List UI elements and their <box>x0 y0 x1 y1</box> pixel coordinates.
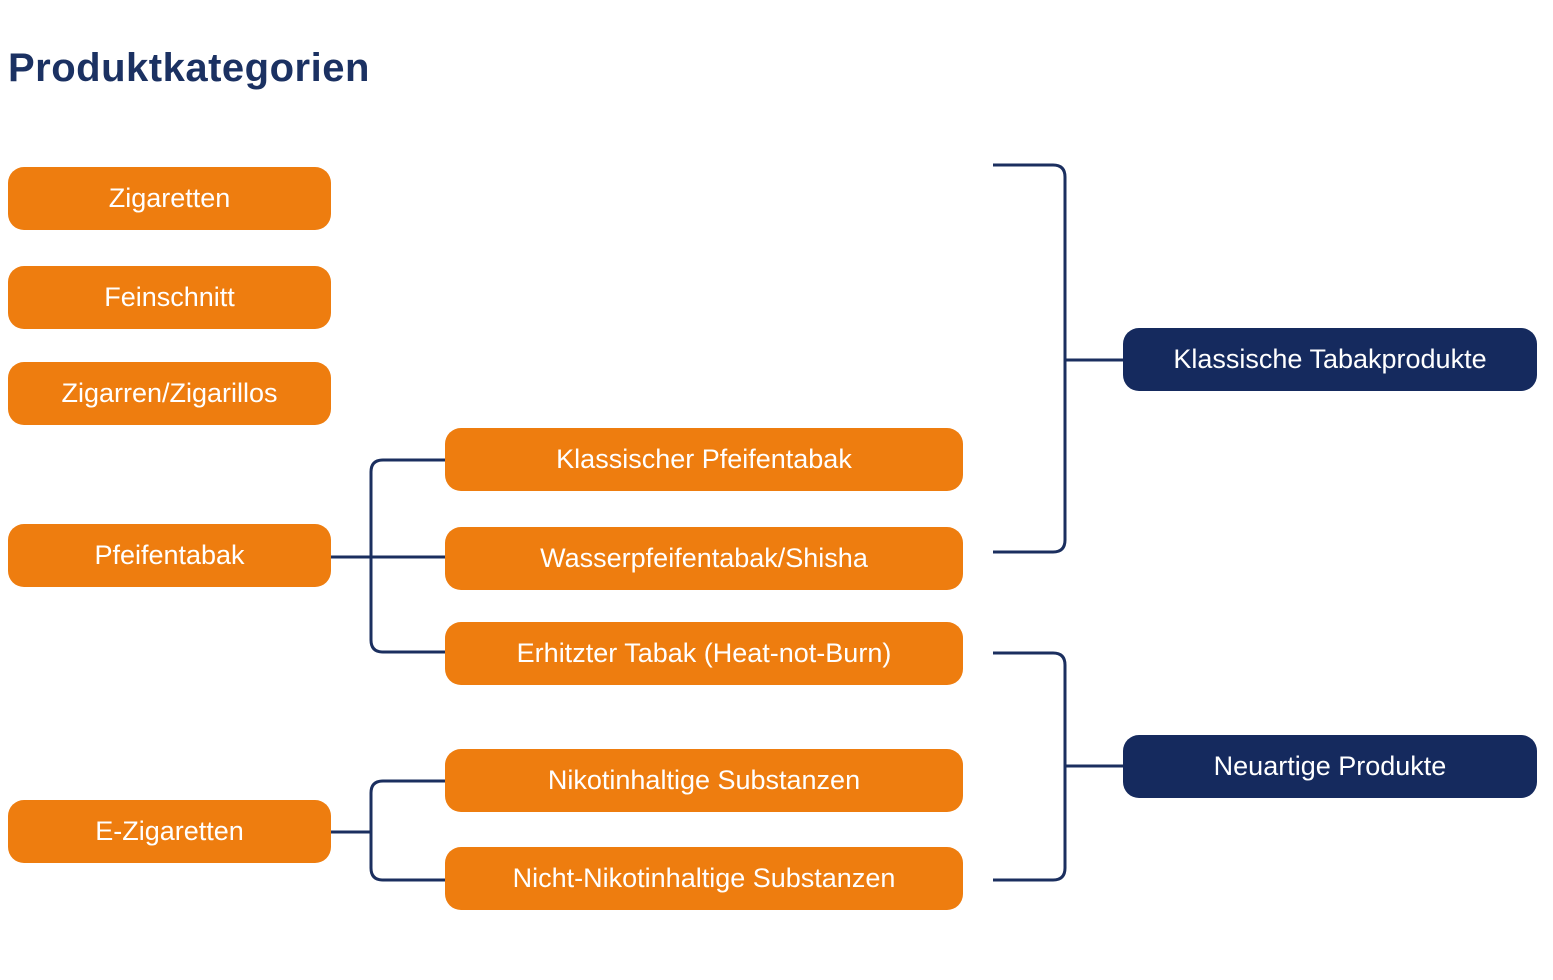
node-zigarren-zigarillos: Zigarren/Zigarillos <box>8 362 331 425</box>
node-e-zigaretten: E-Zigaretten <box>8 800 331 863</box>
connector-pfeifentabak-fork <box>369 458 445 654</box>
node-nicht-nikotinhaltige-substanzen: Nicht-Nikotinhaltige Substanzen <box>445 847 963 910</box>
node-neuartige-produkte: Neuartige Produkte <box>1123 735 1537 798</box>
node-klassische-tabakprodukte: Klassische Tabakprodukte <box>1123 328 1537 391</box>
node-erhitzter-tabak-heat-not-burn: Erhitzter Tabak (Heat-not-Burn) <box>445 622 963 685</box>
page-title: Produktkategorien <box>8 46 370 90</box>
node-nikotinhaltige-substanzen: Nikotinhaltige Substanzen <box>445 749 963 812</box>
node-pfeifentabak: Pfeifentabak <box>8 524 331 587</box>
bracket-neuartige-produkte <box>993 651 1067 882</box>
node-zigaretten: Zigaretten <box>8 167 331 230</box>
connector-ezigaretten-fork <box>369 779 445 882</box>
bracket-klassische-tabakprodukte <box>993 163 1067 554</box>
node-klassischer-pfeifentabak: Klassischer Pfeifentabak <box>445 428 963 491</box>
node-feinschnitt: Feinschnitt <box>8 266 331 329</box>
node-wasserpfeifentabak-shisha: Wasserpfeifentabak/Shisha <box>445 527 963 590</box>
